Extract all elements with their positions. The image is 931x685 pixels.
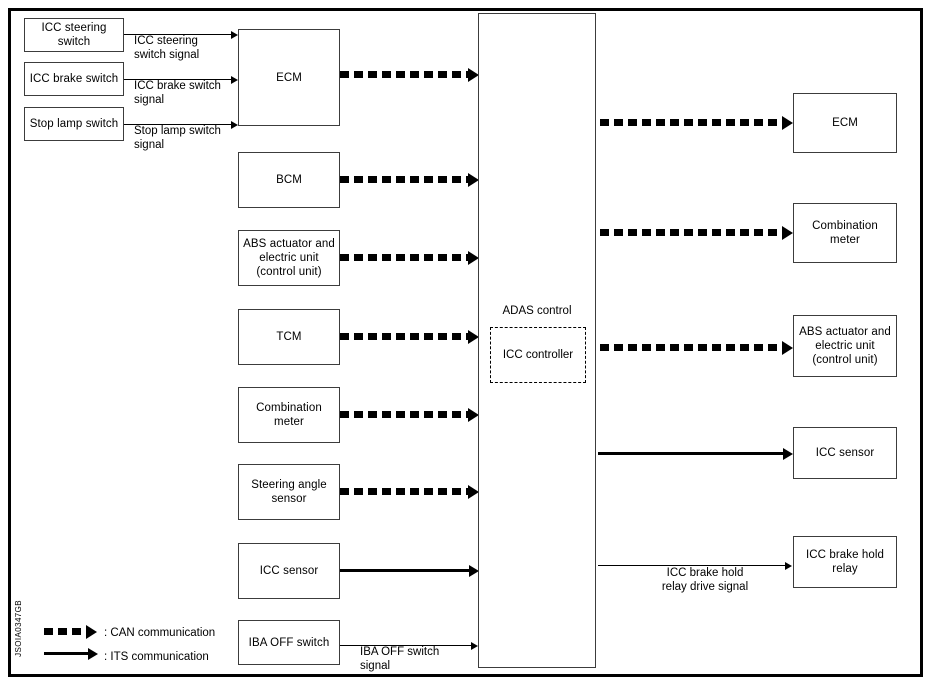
input-module-tcm-box[interactable]: TCM	[238, 309, 340, 365]
stop-lamp-switch-label: Stop lamp switch	[29, 118, 119, 130]
input-module-bcm-box[interactable]: BCM	[238, 152, 340, 208]
input-module-iba-off-switch-label: IBA OFF switch	[248, 636, 330, 649]
arrowhead-combination-meter-out-icon	[782, 226, 793, 240]
signal-icc-brake-hold-relay-drive: ICC brake hold relay drive signal	[661, 567, 749, 593]
arrowhead-steering-angle-sensor-in-icon	[468, 485, 479, 499]
input-module-tcm-label: TCM	[276, 331, 302, 343]
icc-controller-box[interactable]: ICC controller	[490, 327, 586, 383]
icc-brake-switch-label: ICC brake switch	[29, 73, 119, 85]
can-line-steering-angle-sensor-in	[340, 488, 470, 495]
input-module-icc-sensor-box[interactable]: ICC sensor	[238, 543, 340, 599]
output-module-ecm-label: ECM	[832, 117, 858, 129]
arrowhead-icc-sensor-in-icon	[469, 565, 479, 577]
can-line-tcm-in	[340, 333, 470, 340]
icc-steering-switch-box[interactable]: ICC steering switch	[24, 18, 124, 52]
arrowhead-abs-in-icon	[468, 251, 479, 265]
figure-code-label: JSOIA0347GB	[14, 600, 23, 657]
input-module-steering-angle-sensor-label: Steering angle sensor	[251, 479, 327, 505]
arrowhead-tcm-in-icon	[468, 330, 479, 344]
output-module-abs-label: ABS actuator and electric unit (control …	[799, 326, 891, 366]
arrowhead-icc-sensor-out-icon	[783, 448, 793, 460]
input-module-combination-meter-label: Combination meter	[256, 402, 322, 428]
input-module-steering-angle-sensor-box[interactable]: Steering angle sensor	[238, 464, 340, 520]
legend-can-arrowhead-icon	[86, 625, 97, 639]
line-steering-switch	[124, 34, 232, 35]
output-module-icc-sensor-label: ICC sensor	[815, 447, 875, 459]
line-iba-off-switch	[340, 645, 474, 646]
input-module-icc-sensor-label: ICC sensor	[259, 565, 319, 577]
can-line-ecm-in	[340, 71, 470, 78]
can-line-bcm-in	[340, 176, 470, 183]
input-module-ecm-box[interactable]: ECM	[238, 29, 340, 126]
its-line-icc-sensor-out	[598, 452, 786, 455]
signal-icc-steering-switch: ICC steering switch signal	[134, 35, 200, 61]
arrowhead-icc-brake-hold-relay-icon	[785, 562, 792, 570]
input-module-iba-off-switch-box[interactable]: IBA OFF switch	[238, 620, 340, 665]
arrowhead-combination-meter-in-icon	[468, 408, 479, 422]
output-module-icc-brake-hold-relay-label: ICC brake hold relay	[805, 549, 885, 575]
signal-stop-lamp-switch: Stop lamp switch signal	[134, 125, 221, 151]
can-line-combination-meter-out	[600, 229, 785, 236]
legend-its-arrowhead-icon	[88, 648, 98, 660]
figure-border	[8, 8, 923, 677]
signal-icc-brake-switch: ICC brake switch signal	[134, 80, 221, 106]
input-module-ecm-label: ECM	[276, 71, 302, 84]
legend-its-line	[44, 652, 90, 655]
output-module-combination-meter-box[interactable]: Combination meter	[793, 203, 897, 263]
arrowhead-iba-off-switch-icon	[471, 642, 478, 650]
can-line-abs-out	[600, 344, 785, 351]
line-stop-lamp-switch	[124, 124, 232, 125]
can-line-combination-meter-in	[340, 411, 470, 418]
legend-its-label: : ITS communication	[104, 651, 209, 663]
output-module-ecm-box[interactable]: ECM	[793, 93, 897, 153]
input-module-combination-meter-box[interactable]: Combination meter	[238, 387, 340, 443]
arrowhead-ecm-out-icon	[782, 116, 793, 130]
stop-lamp-switch-box[interactable]: Stop lamp switch	[24, 107, 124, 141]
input-module-abs-label: ABS actuator and electric unit (control …	[243, 238, 335, 278]
icc-controller-label: ICC controller	[502, 349, 574, 361]
signal-iba-off-switch: IBA OFF switch signal	[360, 646, 440, 672]
arrowhead-bcm-in-icon	[468, 173, 479, 187]
can-line-abs-in	[340, 254, 470, 261]
can-line-ecm-out	[600, 119, 785, 126]
line-icc-brake-hold-relay	[598, 565, 786, 566]
legend-can-line	[44, 628, 88, 635]
icc-steering-switch-label: ICC steering switch	[41, 22, 107, 48]
arrowhead-ecm-in-icon	[468, 68, 479, 82]
output-module-combination-meter-label: Combination meter	[812, 220, 878, 246]
legend-can-label: : CAN communication	[104, 627, 216, 639]
arrowhead-steering-switch-icon	[231, 31, 238, 39]
arrowhead-abs-out-icon	[782, 341, 793, 355]
arrowhead-stop-lamp-switch-icon	[231, 121, 238, 129]
icc-brake-switch-box[interactable]: ICC brake switch	[24, 62, 124, 96]
output-module-abs-box[interactable]: ABS actuator and electric unit (control …	[793, 315, 897, 377]
arrowhead-brake-switch-icon	[231, 76, 238, 84]
output-module-icc-sensor-box[interactable]: ICC sensor	[793, 427, 897, 479]
adas-control-title: ADAS control	[502, 305, 572, 317]
output-module-icc-brake-hold-relay-box[interactable]: ICC brake hold relay	[793, 536, 897, 588]
adas-control-unit-box[interactable]: ADAS control ICC controller	[478, 13, 596, 668]
line-brake-switch	[124, 79, 232, 80]
its-line-icc-sensor-in	[340, 569, 472, 572]
input-module-abs-box[interactable]: ABS actuator and electric unit (control …	[238, 230, 340, 286]
input-module-bcm-label: BCM	[276, 174, 302, 186]
